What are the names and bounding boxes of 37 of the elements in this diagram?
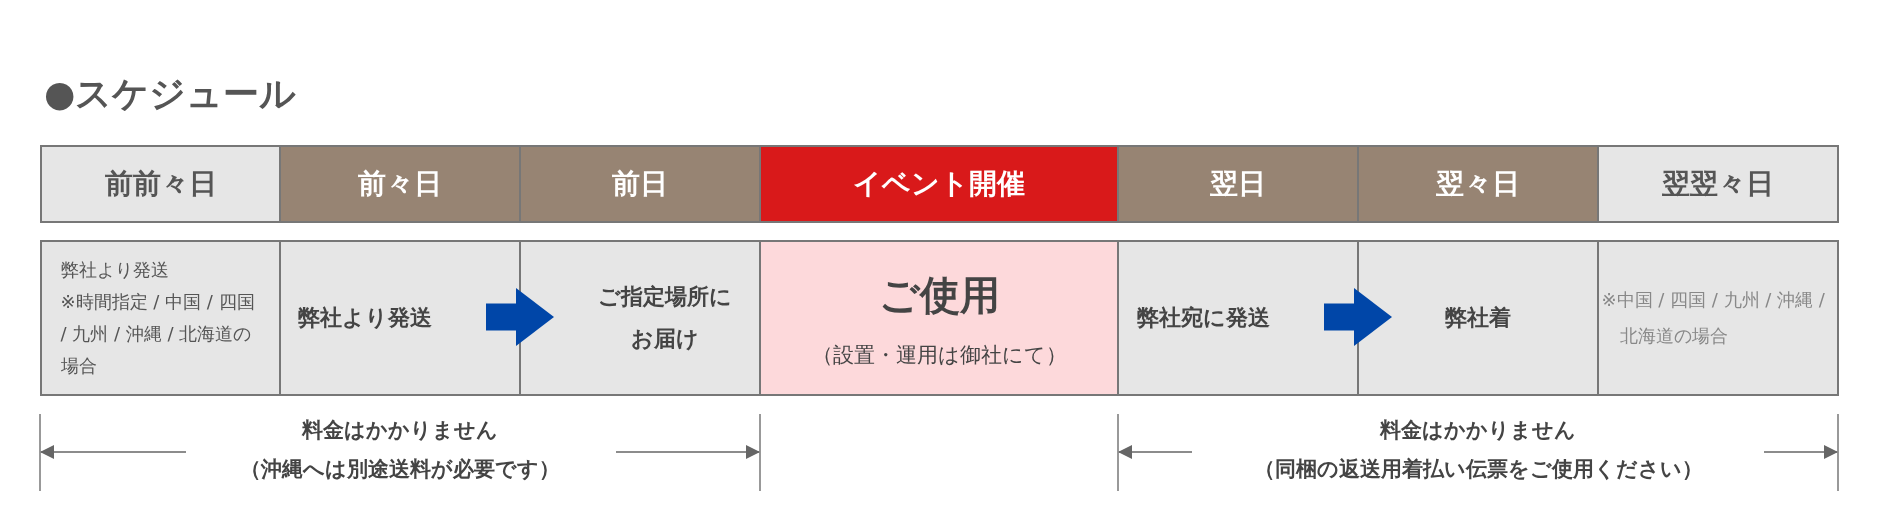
day-label: 前々日 — [358, 166, 442, 202]
day-header-cell — [279, 145, 521, 223]
day-label: 翌々日 — [1436, 166, 1520, 202]
day-header-cell — [759, 145, 1119, 223]
day-header-cell — [1597, 145, 1839, 223]
step-text: 弊社宛に発送 — [1135, 304, 1271, 332]
day-label: 前前々日 — [104, 166, 217, 202]
note-text: ※中国 / 四国 / 九州 / 沖縄 / 北海道の場合 — [1601, 288, 1826, 348]
day-header-cell — [40, 145, 281, 223]
day-header-cell — [1357, 145, 1599, 223]
schedule-cell — [40, 240, 281, 396]
flow-arrow — [486, 288, 554, 346]
price-note: （同梱の返送用着払い伝票をご使用ください） — [1253, 456, 1703, 483]
schedule-cell — [759, 240, 1119, 396]
step-text: 弊社より発送 — [297, 304, 433, 332]
day-label: 翌日 — [1210, 166, 1266, 202]
price-note: 料金はかかりません — [302, 417, 498, 444]
schedule-cell — [519, 240, 761, 396]
price-note: 料金はかかりません — [1380, 417, 1576, 444]
flow-arrow — [1324, 288, 1392, 346]
heading: ●スケジュール — [44, 72, 297, 116]
day-label: イベント開催 — [853, 166, 1025, 202]
schedule-cell — [279, 240, 521, 396]
day-header-cell — [1117, 145, 1359, 223]
day-header-cell — [519, 145, 761, 223]
price-note: （沖縄へは別途送料が必要です） — [240, 456, 560, 483]
usage-note: （設置・運用は御社にて） — [811, 341, 1067, 369]
step-text: 弊社着 — [1444, 304, 1512, 332]
note-text: ※時間指定 / 中国 / 四国 / 九州 / 沖縄 / 北海道の場合 — [60, 290, 256, 378]
note-text: 弊社より発送 — [60, 258, 170, 282]
schedule-cell — [1597, 240, 1839, 396]
schedule-cell — [1357, 240, 1599, 396]
usage-heading: ご使用 — [878, 270, 1000, 320]
step-text: ご指定場所にお届け — [597, 283, 733, 353]
day-label: 翌翌々日 — [1662, 166, 1774, 202]
day-label: 前日 — [612, 166, 668, 202]
schedule-cell — [1117, 240, 1359, 396]
